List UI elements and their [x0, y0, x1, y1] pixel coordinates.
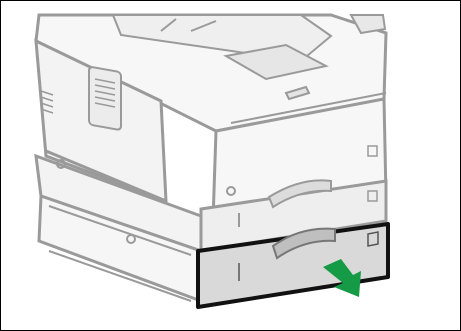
printer-illustration [1, 1, 460, 330]
illustration-frame [0, 0, 461, 331]
